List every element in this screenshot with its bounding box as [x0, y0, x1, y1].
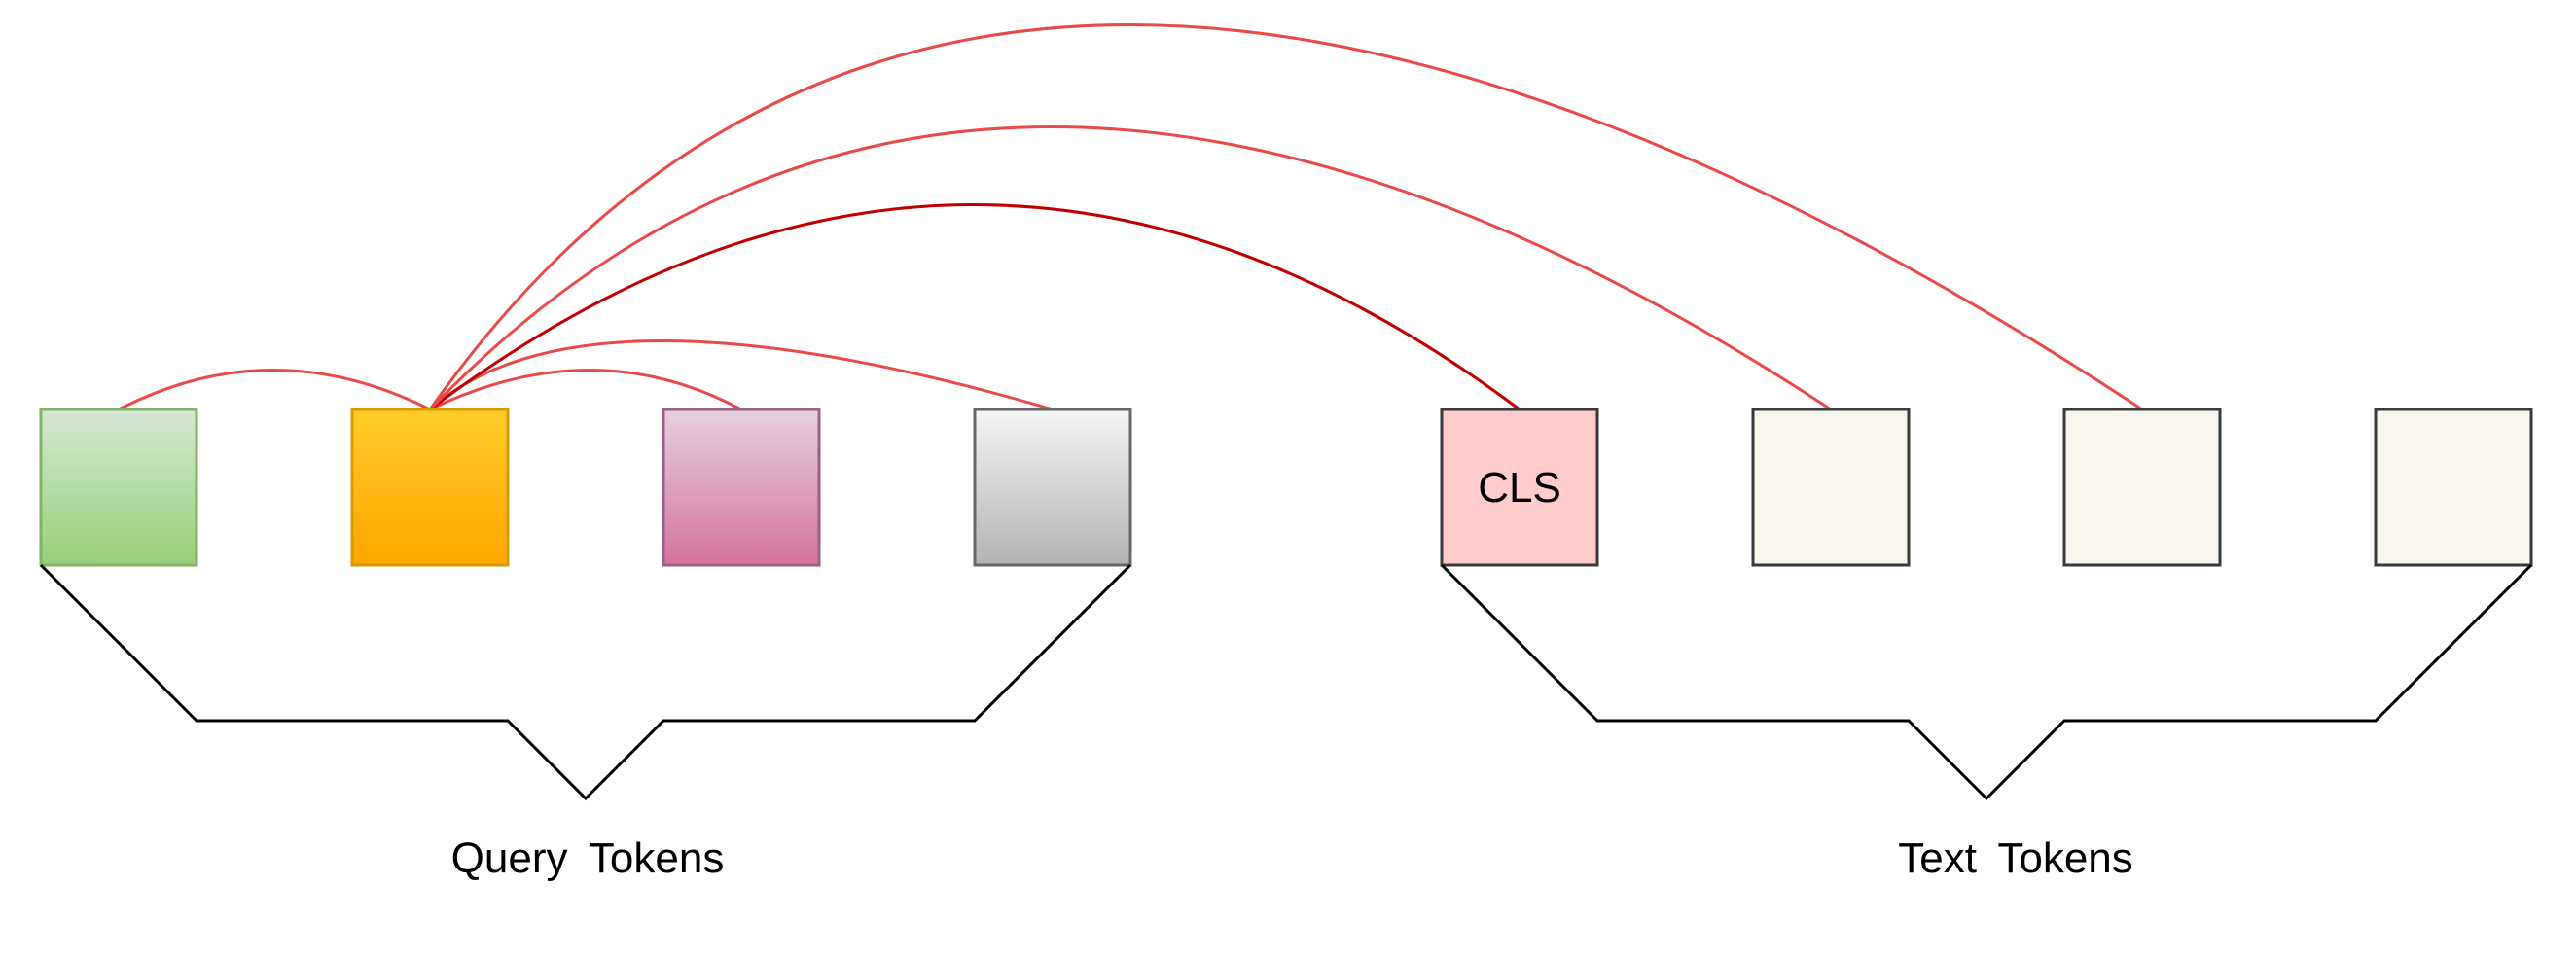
query-tokens-group [39, 408, 1132, 567]
query-tokens-brace [39, 563, 1132, 801]
text-token-1 [1751, 408, 1911, 567]
query-tokens-label: Query Tokens [450, 834, 725, 882]
query-token-3 [662, 408, 821, 567]
arc-to-text-token-2 [428, 23, 2143, 411]
arc-to-query-token-3 [429, 369, 742, 411]
cls-token [1440, 408, 1599, 567]
attention-arcs [118, 23, 2143, 411]
text-tokens-group [1440, 408, 2533, 567]
arc-to-text-token-1 [428, 125, 1832, 411]
text-tokens-label: Text Tokens [1898, 834, 2133, 882]
query-token-1 [39, 408, 198, 567]
text-token-3 [2374, 408, 2533, 567]
cls-token-label: CLS [1478, 464, 1561, 512]
query-token-2 [350, 408, 510, 567]
arc-to-query-token-1 [118, 369, 431, 411]
query-token-4 [973, 408, 1132, 567]
arc-to-cls-token [429, 203, 1521, 411]
text-token-2 [2062, 408, 2222, 567]
braces [39, 563, 2533, 801]
arc-to-query-token-4 [429, 339, 1054, 411]
text-tokens-brace [1440, 563, 2533, 801]
